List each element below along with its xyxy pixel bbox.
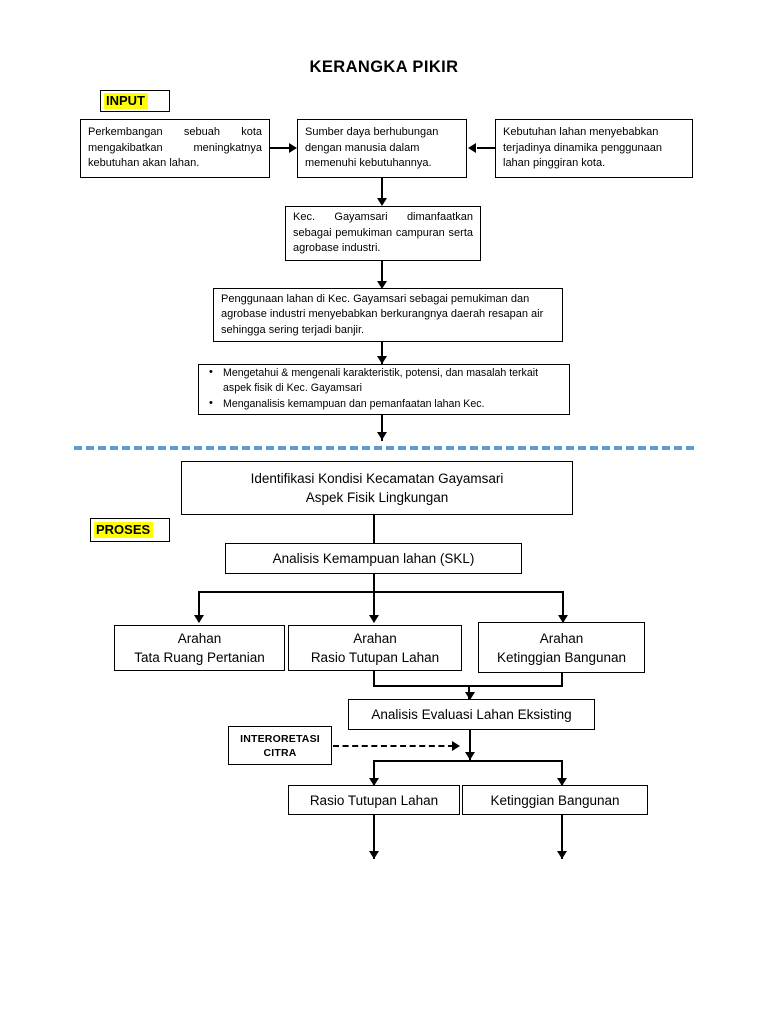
connector-right-to-center	[477, 147, 495, 150]
box-analisis-skl: Analisis Kemampuan lahan (SKL)	[225, 543, 522, 574]
arrow-left-to-center	[468, 143, 476, 153]
tujuan-list: Mengetahui & mengenali karakteristik, po…	[206, 365, 562, 413]
box-arahan-ketinggian-bangunan: Arahan Ketinggian Bangunan	[478, 622, 645, 673]
connector-to-ketinggian-bangunan	[561, 760, 564, 785]
box-ketinggian-bangunan: Ketinggian Bangunan	[462, 785, 648, 815]
arrow-down-arahan-3	[558, 615, 568, 623]
arrow-down-to-gayamsari	[377, 198, 387, 206]
proses-stage-tag: PROSES	[90, 518, 170, 542]
arrow-down-arahan-2	[369, 615, 379, 623]
input-stage-label: INPUT	[104, 93, 148, 109]
box-rasio-tutupan-lahan: Rasio Tutupan Lahan	[288, 785, 460, 815]
connector-ketinggian-trailing	[561, 815, 564, 859]
arrow-down-rasio-tutupan	[369, 778, 379, 786]
connector-rasio-trailing	[373, 815, 376, 859]
connector-center-to-gayamsari	[381, 178, 384, 203]
arrow-down-rasio-trailing	[369, 851, 379, 859]
arrow-down-to-evaluasi	[465, 692, 475, 700]
arrow-down-ketinggian-trailing	[557, 851, 567, 859]
connector-tujuan-to-identifikasi	[381, 415, 384, 441]
box-input-right: Kebutuhan lahan menyebabkan terjadinya d…	[495, 119, 693, 178]
box-interoretasi-citra: INTERORETASI CITRA	[228, 726, 332, 765]
list-item: Menganalisis kemampuan dan pemanfaatan l…	[209, 396, 562, 412]
arrow-down-evaluasi-split	[465, 752, 475, 760]
arrow-down-to-penggunaan	[377, 281, 387, 289]
connector-interoretasi-dashed	[333, 745, 454, 747]
box-arahan-tata-ruang-pertanian: Arahan Tata Ruang Pertanian	[114, 625, 285, 671]
connector-left-to-center	[270, 147, 290, 150]
stage-divider	[74, 446, 694, 450]
box-kec-gayamsari: Kec. Gayamsari dimanfaatkan sebagai pemu…	[285, 206, 481, 261]
box-analisis-evaluasi: Analisis Evaluasi Lahan Eksisting	[348, 699, 595, 730]
connector-identifikasi-to-skl	[373, 515, 376, 544]
arrow-down-to-identifikasi	[377, 432, 387, 440]
connector-skl-split	[198, 591, 564, 594]
connector-evaluasi-down	[469, 730, 472, 761]
page-title: KERANGKA PIKIR	[309, 58, 459, 76]
arrow-down-arahan-1	[194, 615, 204, 623]
arrow-down-to-tujuan	[377, 356, 387, 364]
box-input-center: Sumber daya berhubungan dengan manusia d…	[297, 119, 467, 178]
proses-stage-label: PROSES	[94, 522, 154, 538]
connector-penggunaan-to-tujuan	[381, 342, 384, 364]
connector-skl-down	[373, 574, 376, 593]
connector-to-arahan-1	[198, 591, 201, 622]
box-tujuan: Mengetahui & mengenali karakteristik, po…	[198, 364, 570, 415]
arrow-right-interoretasi	[452, 741, 460, 751]
arrow-down-ketinggian-bangunan	[557, 778, 567, 786]
connector-arahan-2-down	[373, 671, 376, 687]
connector-to-arahan-2	[373, 591, 376, 622]
connector-to-rasio-tutupan	[373, 760, 376, 785]
list-item: Mengetahui & mengenali karakteristik, po…	[209, 365, 562, 396]
box-identifikasi: Identifikasi Kondisi Kecamatan Gayamsari…	[181, 461, 573, 515]
connector-to-arahan-3	[562, 591, 565, 622]
connector-evaluasi-split	[373, 760, 563, 763]
connector-arahan-3-down	[561, 673, 564, 687]
arrow-right-to-center	[289, 143, 297, 153]
box-arahan-rasio-tutupan-lahan: Arahan Rasio Tutupan Lahan	[288, 625, 462, 671]
box-input-left: Perkembangan sebuah kota mengakibatkan m…	[80, 119, 270, 178]
connector-gayamsari-to-penggunaan	[381, 261, 384, 287]
box-penggunaan-lahan: Penggunaan lahan di Kec. Gayamsari sebag…	[213, 288, 563, 342]
input-stage-tag: INPUT	[100, 90, 170, 112]
